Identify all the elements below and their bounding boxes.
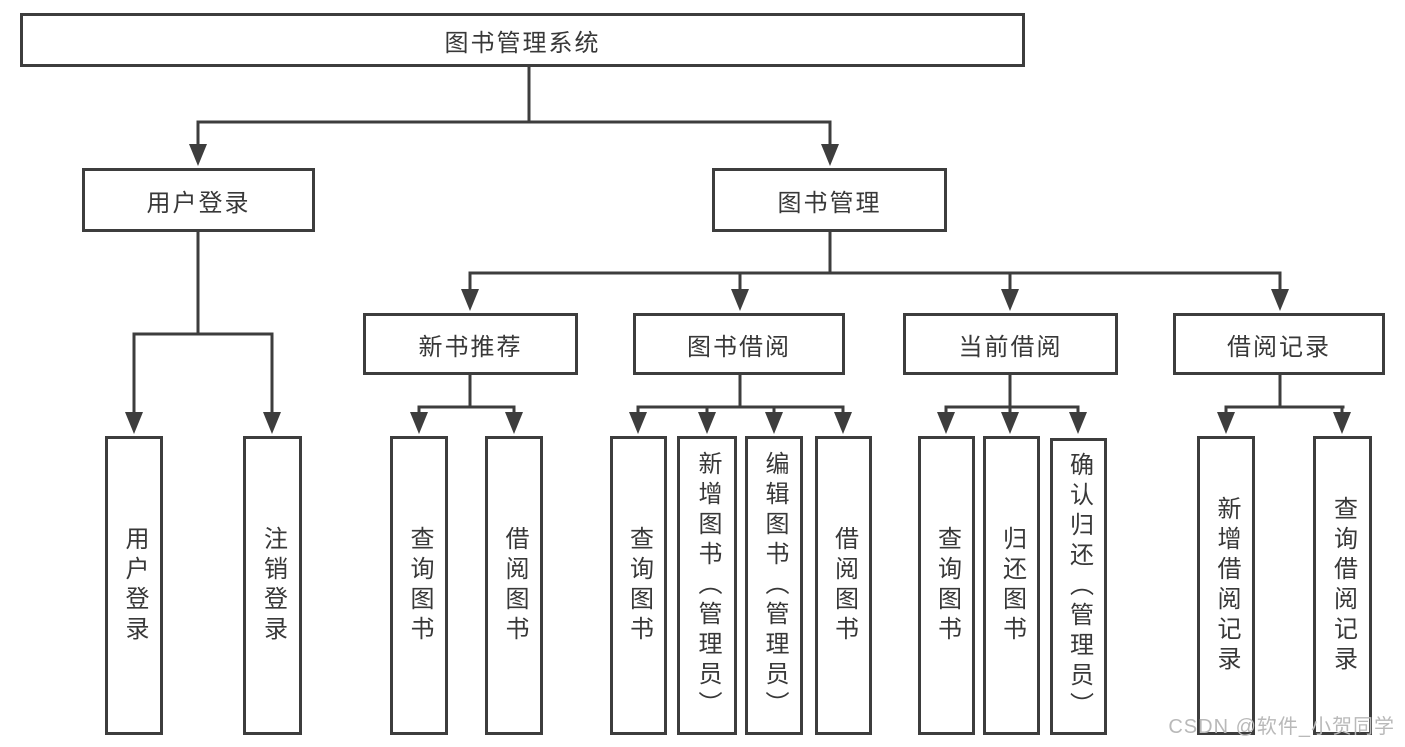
leaf-borrow-books-borrow: 借阅图书: [815, 436, 872, 735]
arrow-down-icon: [629, 412, 647, 434]
node-user-login-label: 用户登录: [146, 189, 251, 217]
leaf-edit-book-admin: 编辑图书（管理员）: [745, 436, 803, 735]
leaf-query-books-current: 查询图书: [918, 436, 975, 735]
node-book-borrow: 图书借阅: [633, 313, 845, 375]
leaf-query-books-borrow: 查询图书: [610, 436, 667, 735]
arrow-down-icon: [1001, 289, 1019, 311]
leaf-confirm-return-admin-label: 确认归还（管理员）: [1065, 451, 1093, 722]
node-current-borrow-label: 当前借阅: [958, 333, 1063, 361]
leaf-query-borrow-record-label: 查询借阅记录: [1329, 495, 1357, 676]
arrow-down-icon: [937, 412, 955, 434]
leaf-query-books-newbook: 查询图书: [390, 436, 448, 735]
node-new-book-recommend-label: 新书推荐: [418, 333, 523, 361]
leaf-borrow-books-newbook: 借阅图书: [485, 436, 543, 735]
node-current-borrow: 当前借阅: [903, 313, 1118, 375]
node-root-label: 图书管理系统: [444, 29, 601, 57]
leaf-query-borrow-record: 查询借阅记录: [1313, 436, 1372, 735]
arrow-down-icon: [834, 412, 852, 434]
leaf-query-books-newbook-label: 查询图书: [406, 525, 433, 646]
arrow-down-icon: [505, 412, 523, 434]
arrow-down-icon: [410, 412, 428, 434]
leaf-logout: 注销登录: [243, 436, 302, 735]
leaf-add-borrow-record-label: 新增借阅记录: [1213, 495, 1240, 676]
arrow-down-icon: [125, 412, 143, 434]
node-book-management-label: 图书管理: [777, 189, 882, 217]
arrow-down-icon: [698, 412, 716, 434]
leaf-confirm-return-admin: 确认归还（管理员）: [1050, 438, 1107, 735]
node-borrow-records-label: 借阅记录: [1227, 333, 1331, 361]
arrow-down-icon: [1271, 289, 1289, 311]
leaf-add-book-admin-label: 新增图书（管理员）: [694, 450, 721, 721]
arrow-down-icon: [821, 144, 839, 166]
leaf-borrow-books-borrow-label: 借阅图书: [830, 525, 858, 646]
node-book-management: 图书管理: [712, 168, 947, 232]
arrow-down-icon: [189, 144, 207, 166]
leaf-logout-label: 注销登录: [259, 525, 287, 646]
leaf-borrow-books-newbook-label: 借阅图书: [501, 525, 528, 646]
arrow-down-icon: [461, 289, 479, 311]
arrow-down-icon: [1333, 412, 1351, 434]
leaf-user-login-label: 用户登录: [121, 525, 148, 646]
arrow-down-icon: [1001, 412, 1019, 434]
arrow-down-icon: [765, 412, 783, 434]
leaf-add-book-admin: 新增图书（管理员）: [677, 436, 737, 735]
leaf-add-borrow-record: 新增借阅记录: [1197, 436, 1255, 735]
node-new-book-recommend: 新书推荐: [363, 313, 578, 375]
leaf-user-login: 用户登录: [105, 436, 163, 735]
node-book-borrow-label: 图书借阅: [687, 333, 791, 361]
leaf-edit-book-admin-label: 编辑图书（管理员）: [761, 450, 788, 721]
leaf-return-book-label: 归还图书: [998, 525, 1026, 646]
arrow-down-icon: [263, 412, 281, 434]
arrowheads: [125, 144, 1351, 434]
node-borrow-records: 借阅记录: [1173, 313, 1385, 375]
arrow-down-icon: [1069, 412, 1087, 434]
leaf-query-books-borrow-label: 查询图书: [625, 525, 653, 646]
node-user-login: 用户登录: [82, 168, 315, 232]
arrow-down-icon: [731, 289, 749, 311]
csdn-watermark: CSDN @软件_小贺同学: [1168, 716, 1395, 738]
leaf-query-books-current-label: 查询图书: [933, 525, 961, 646]
arrow-down-icon: [1217, 412, 1235, 434]
node-root: 图书管理系统: [20, 13, 1025, 67]
leaf-return-book: 归还图书: [983, 436, 1040, 735]
